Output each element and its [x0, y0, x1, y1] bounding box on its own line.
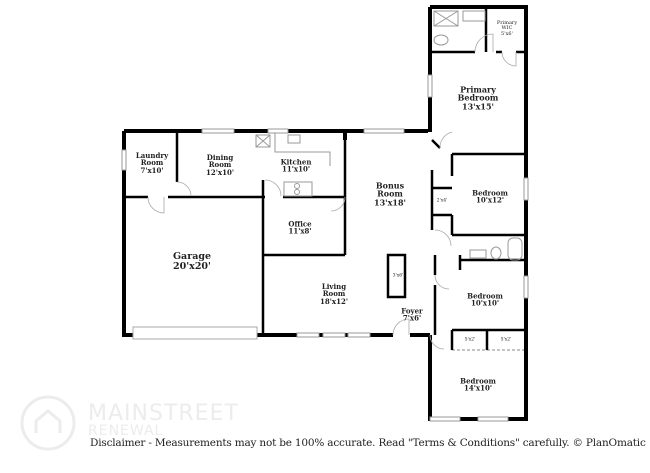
room-label-laundry-room: Laundry Room 7'x10': [135, 150, 169, 175]
room-label-closet-2x4: 2'x4': [436, 198, 448, 204]
room-label-kitchen: Kitchen 11'x10': [280, 157, 312, 174]
interior-walls: [126, 9, 524, 351]
room-label-bedroom-2: Bedroom 10'x12': [472, 188, 508, 205]
room-label-bedroom-3: Bedroom 10'x10': [467, 291, 503, 308]
room-label-closet-3x6: 3'x6': [392, 273, 404, 279]
room-label-foyer: Foyer 7'x6': [401, 306, 423, 323]
room-label-bonus-room: Bonus Room 13'x18': [374, 180, 406, 208]
room-label-garage: Garage 20'x20': [172, 251, 212, 272]
watermark-brand-line2: RENEWAL: [88, 423, 164, 439]
room-label-bedroom-4: Bedroom 14'x10': [460, 376, 496, 393]
door-swings: [147, 33, 517, 350]
room-label-dining-room: Dining Room 12'x10': [206, 152, 234, 177]
room-label-living-room: Living Room 18'x12': [320, 281, 348, 306]
room-label-primary-bedroom: Primary Bedroom 13'x15': [457, 84, 499, 112]
brand-logo-icon: [20, 395, 76, 451]
watermark-brand-line1: MAINSTREET: [88, 401, 239, 426]
exterior-walls: [122, 5, 528, 421]
garage-door: [132, 326, 258, 340]
disclaimer-text: Disclaimer - Measurements may not be 100…: [90, 437, 646, 449]
windows: [121, 74, 529, 422]
room-label-closet-5x2-a: 5'x2': [464, 337, 476, 343]
room-label-closet-5x2-b: 5'x2': [500, 337, 512, 343]
room-label-office: Office 11'x8': [288, 219, 312, 236]
fixtures: [255, 10, 523, 261]
room-label-primary-wic: Primary WIC 5'x6': [496, 20, 518, 37]
